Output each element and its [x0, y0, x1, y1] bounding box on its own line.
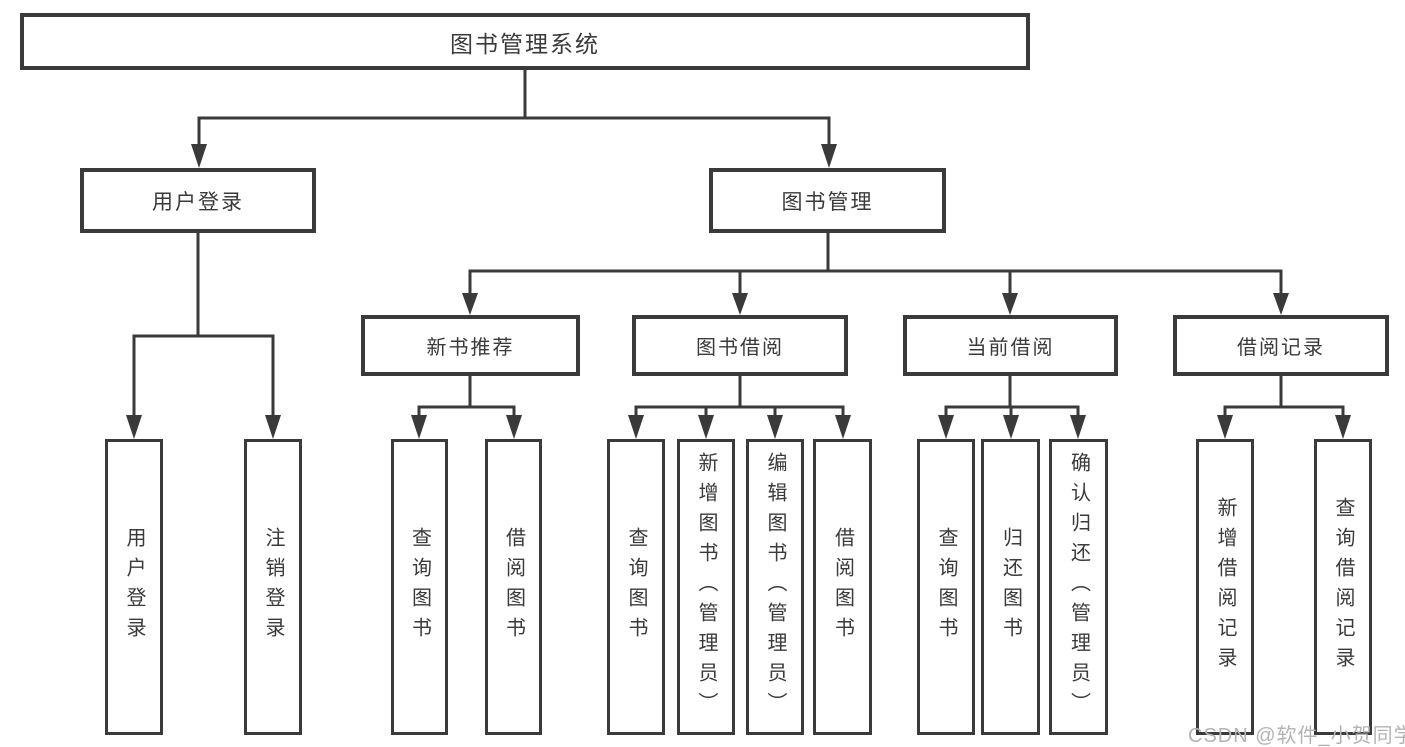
arrow-down-icon: [1003, 415, 1019, 439]
arrow-down-icon: [732, 293, 748, 315]
arrow-down-icon: [411, 415, 427, 439]
leaf-logout-label: 注销登录: [262, 527, 284, 647]
node-book-management: 图书管理: [709, 168, 946, 233]
leaf-borrow-books-label: 借阅图书: [831, 527, 854, 647]
leaf-add-borrow-record-label: 新增借阅记录: [1214, 497, 1236, 677]
arrow-down-icon: [767, 415, 783, 439]
node-book-borrow: 图书借阅: [632, 315, 848, 376]
node-book-borrow-label: 图书借阅: [696, 337, 784, 359]
leaf-query-books-current: 查询图书: [917, 439, 975, 735]
leaf-logout: 注销登录: [244, 439, 302, 735]
leaf-query-books-borrow: 查询图书: [607, 439, 665, 735]
node-root: 图书管理系统: [20, 13, 1030, 70]
arrow-down-icon: [265, 415, 281, 439]
leaf-query-books-recommend-label: 查询图书: [408, 527, 431, 647]
leaf-query-books-recommend: 查询图书: [391, 439, 448, 735]
arrow-down-icon: [698, 415, 714, 439]
node-book-management-label: 图书管理: [781, 190, 874, 214]
leaf-edit-books-admin: 编辑图书（管理员）: [746, 439, 804, 735]
leaf-query-books-current-label: 查询图书: [935, 527, 957, 647]
arrow-down-icon: [835, 415, 851, 439]
leaf-add-books-admin-label: 新增图书（管理员）: [695, 452, 717, 722]
leaf-borrow-books: 借阅图书: [813, 439, 872, 735]
leaf-return-books-label: 归还图书: [999, 527, 1022, 647]
node-user-login-label: 用户登录: [152, 190, 244, 214]
leaf-confirm-return-admin-label: 确认归还（管理员）: [1067, 452, 1090, 722]
node-new-book-recommend: 新书推荐: [361, 315, 580, 376]
arrow-down-icon: [821, 144, 837, 168]
arrow-down-icon: [126, 415, 142, 439]
leaf-user-login-label: 用户登录: [123, 527, 145, 647]
node-current-borrow-label: 当前借阅: [966, 337, 1055, 359]
node-borrow-records-label: 借阅记录: [1237, 337, 1325, 359]
leaf-borrow-books-recommend-label: 借阅图书: [502, 527, 525, 647]
node-borrow-records: 借阅记录: [1173, 315, 1389, 376]
leaf-confirm-return-admin: 确认归还（管理员）: [1049, 439, 1108, 735]
arrow-down-icon: [1217, 415, 1233, 439]
arrow-down-icon: [1335, 415, 1351, 439]
arrow-down-icon: [938, 415, 954, 439]
arrow-down-icon: [506, 415, 522, 439]
node-current-borrow: 当前借阅: [903, 315, 1118, 376]
node-root-label: 图书管理系统: [450, 30, 600, 57]
arrow-down-icon: [191, 144, 207, 168]
leaf-edit-books-admin-label: 编辑图书（管理员）: [764, 452, 786, 722]
leaf-add-books-admin: 新增图书（管理员）: [677, 439, 735, 735]
arrow-down-icon: [1002, 293, 1018, 315]
leaf-query-borrow-record: 查询借阅记录: [1314, 439, 1372, 735]
arrow-down-icon: [1273, 293, 1289, 315]
leaf-query-borrow-record-label: 查询借阅记录: [1332, 497, 1354, 677]
leaf-user-login: 用户登录: [105, 439, 163, 735]
leaf-return-books: 归还图书: [981, 439, 1040, 735]
leaf-query-books-borrow-label: 查询图书: [625, 527, 647, 647]
leaf-borrow-books-recommend: 借阅图书: [485, 439, 542, 735]
arrow-down-icon: [1070, 415, 1086, 439]
watermark: CSDN @软件_小贺同学: [1188, 725, 1405, 747]
arrow-down-icon: [628, 415, 644, 439]
node-user-login: 用户登录: [80, 168, 316, 233]
arrow-down-icon: [462, 293, 478, 315]
leaf-add-borrow-record: 新增借阅记录: [1196, 439, 1254, 735]
node-new-book-recommend-label: 新书推荐: [426, 337, 515, 359]
